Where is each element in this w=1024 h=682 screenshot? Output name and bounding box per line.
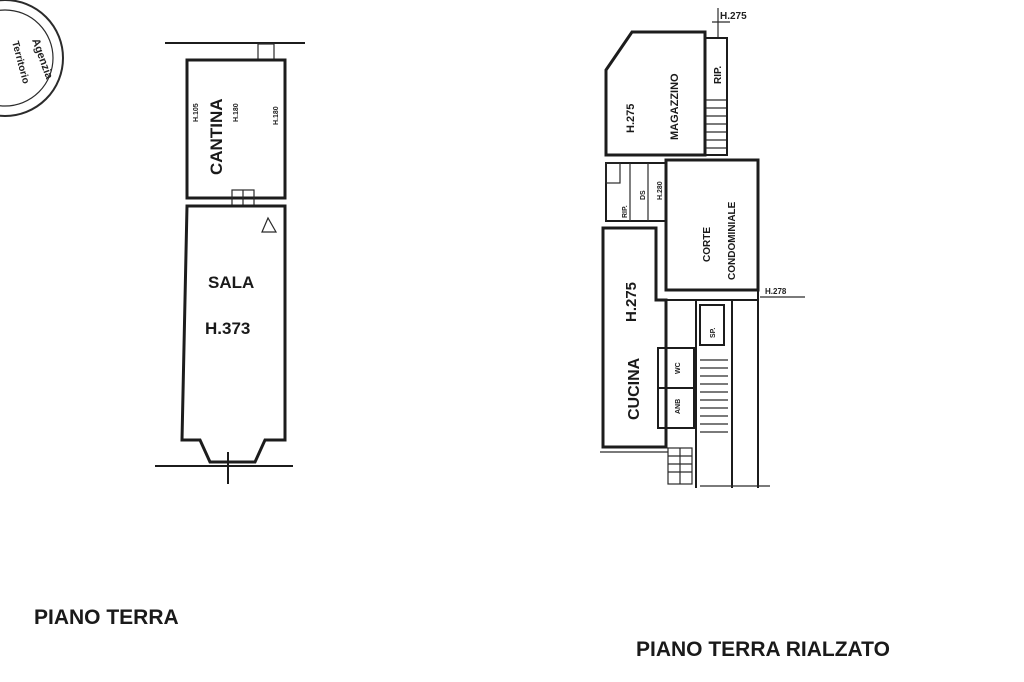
corte-label-line1: CORTE <box>702 227 713 262</box>
label-h-small: H.280 <box>657 181 664 200</box>
room-label-cantina: CANTINA <box>207 99 226 176</box>
room-corte-condominiale <box>664 158 760 292</box>
room-magazzino <box>604 30 707 157</box>
label-sp: SP. <box>710 328 717 338</box>
stairs-entry <box>667 447 693 485</box>
caption-piano-terra: PIANO TERRA <box>34 606 179 629</box>
room-rip <box>704 37 728 156</box>
cantina-height-3: H.180 <box>273 106 280 125</box>
label-wc: WC <box>675 362 682 374</box>
room-label-cucina: CUCINA <box>626 357 643 420</box>
cucina-height: H.275 <box>623 282 640 322</box>
label-rip-small: RIP. <box>622 205 629 218</box>
corte-label-line2: CONDOMINIALE <box>727 201 738 280</box>
left-plan: CANTINA H.105 H.180 H.180 SALA H.373 <box>155 42 305 484</box>
room-sala <box>180 204 287 464</box>
cantina-height-2: H.180 <box>233 103 240 122</box>
label-bagno: ANB <box>675 399 682 414</box>
stamp-text-2: Territorio <box>9 40 31 85</box>
room-label-magazzino: MAGAZZINO <box>669 73 681 140</box>
room-label-sala: SALA <box>208 273 254 292</box>
room-bagno <box>657 387 695 429</box>
cantina-height-1: H.105 <box>193 103 200 122</box>
room-label-rip: RIP. <box>713 66 724 84</box>
agency-stamp: Agenzia Territorio <box>0 0 64 117</box>
top-height-marker: H.275 <box>720 11 747 22</box>
stairs-bottom <box>700 359 728 433</box>
stairs-top <box>706 99 726 149</box>
sala-height: H.373 <box>205 319 250 338</box>
magazzino-height: H.275 <box>625 104 637 133</box>
side-height-marker: H.278 <box>765 287 787 296</box>
room-sp <box>699 304 725 346</box>
right-plan: H.275 MAGAZZINO H.275 RIP. RIP. DS H.280… <box>600 8 805 488</box>
room-cantina <box>185 58 287 200</box>
caption-piano-terra-rialzato: PIANO TERRA RIALZATO <box>636 638 890 661</box>
label-ds: DS <box>640 190 647 200</box>
